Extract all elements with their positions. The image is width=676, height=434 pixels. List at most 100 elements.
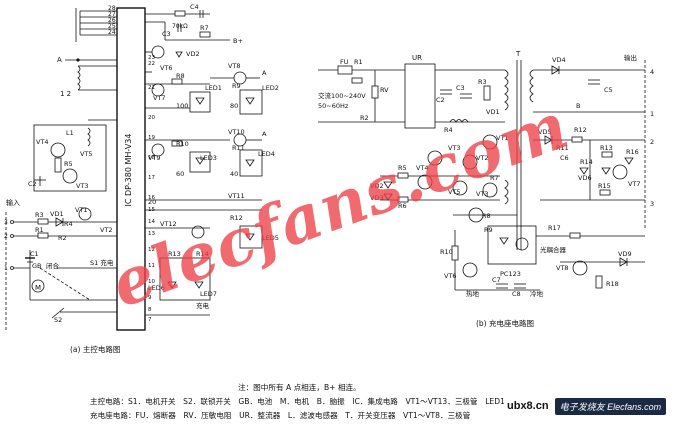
label-vt8: VT8 xyxy=(228,62,241,70)
label-r8: R8 xyxy=(176,72,185,80)
label-led5: LED5 xyxy=(262,234,279,242)
label-vt2: VT2 xyxy=(100,226,113,234)
pin-label: 20 xyxy=(148,115,155,121)
ch-label-r14: R14 xyxy=(580,158,593,166)
battery-motor-block xyxy=(25,250,117,319)
label-r13: R13 xyxy=(168,250,181,258)
label-led6: LED6 xyxy=(148,284,165,292)
ic-top-pins xyxy=(75,8,117,42)
label-v20: 20 xyxy=(148,198,156,206)
pin-label: 22 xyxy=(148,61,155,67)
pin-label: 13 xyxy=(148,231,155,237)
charger-block xyxy=(318,60,646,291)
site-text[interactable]: ubx8.cn xyxy=(507,400,549,412)
ch-cold-ground: 冷地 xyxy=(530,289,544,298)
label-m: M xyxy=(35,284,41,292)
label-bplus: B+ xyxy=(233,37,243,45)
pin-label: 28 xyxy=(108,5,116,12)
brand-logo[interactable]: 电子发烧友 Elecfans.com xyxy=(554,397,667,415)
label-vt11: VT11 xyxy=(228,192,245,200)
ch-label-vd9: VD9 xyxy=(618,250,632,258)
ch-label-vd4: VD4 xyxy=(552,56,566,64)
pin-label: 12 xyxy=(148,247,155,253)
ch-label-vt7: VT7 xyxy=(628,180,641,188)
svg-text:3: 3 xyxy=(4,219,8,226)
label-v100: 100 xyxy=(176,102,188,110)
ch-label-vt4: VT4 xyxy=(416,164,429,172)
pin-label: 7 xyxy=(148,317,152,323)
ch-label-vd5: VD5 xyxy=(538,128,552,136)
led-rows xyxy=(145,71,263,316)
node-a: A xyxy=(57,56,62,64)
ch-label-r18: R18 xyxy=(606,280,619,288)
label-a-2: A xyxy=(262,130,267,138)
label-vt3: VT3 xyxy=(76,182,89,190)
pin-label: 24 xyxy=(108,29,116,36)
oscillator-block xyxy=(33,119,117,192)
label-vd1: VD1 xyxy=(50,210,64,218)
label-r14: R14 xyxy=(196,250,209,258)
ch-label-vt2: VT2 xyxy=(476,154,489,162)
label-c4: C4 xyxy=(190,3,199,11)
ch-label-r12: R12 xyxy=(574,126,587,134)
label-vd2: VD2 xyxy=(186,50,200,58)
pin-label: 16 xyxy=(148,195,155,201)
ch-label-vt8: VT8 xyxy=(556,264,569,272)
ch-label-vd6: VD6 xyxy=(578,174,592,182)
label-gb: GB xyxy=(32,262,42,270)
ch-label-output: 输出 xyxy=(624,53,637,62)
pin-label: 26 xyxy=(108,17,116,24)
ch-label-vt6: VT6 xyxy=(444,272,457,280)
ch-label-vt5: VT5 xyxy=(448,188,461,196)
ch-label-r8: R8 xyxy=(482,212,491,220)
pin-label: 21 xyxy=(148,85,155,91)
ch-terminal-3: 3 xyxy=(650,200,654,208)
label-r10: R10 xyxy=(176,140,189,148)
label-charge: 充电 xyxy=(196,301,210,310)
ch-label-t: T xyxy=(515,50,521,58)
ch-label-c2: C2 xyxy=(436,96,445,104)
label-vt1: VT1 xyxy=(75,206,88,214)
ch-label-r10: R10 xyxy=(440,248,453,256)
ch-label-c3: C3 xyxy=(456,84,465,92)
ch-label-r3: R3 xyxy=(478,78,487,86)
label-r1: R1 xyxy=(35,226,44,234)
label-r2: R2 xyxy=(58,234,67,242)
ic-body xyxy=(116,7,146,331)
caption-b: (b) 充电座电路图 xyxy=(476,318,534,328)
label-c2: C2 xyxy=(28,180,37,188)
pin-label: 8 xyxy=(148,307,152,313)
label-r7: R7 xyxy=(200,24,209,32)
ch-label-rv: RV xyxy=(380,86,389,94)
label-v60: 60 xyxy=(176,170,184,178)
pin-label: 15 xyxy=(148,207,155,213)
pin-label: 23 xyxy=(148,55,155,61)
ch-label-c6: C6 xyxy=(560,154,569,162)
ch-terminal-4: 4 xyxy=(650,68,654,76)
coil-label: 1 2 xyxy=(60,90,71,98)
label-vt6: VT6 xyxy=(160,64,173,72)
svg-text:1: 1 xyxy=(4,265,8,272)
label-r3: R3 xyxy=(35,211,44,219)
ch-label-r6: R6 xyxy=(398,202,407,210)
note-line-3: 充电座电路：FU．熔断器 RV．压敏电阻 UR．整流器 L．滤波电感器 T．开关… xyxy=(90,411,471,420)
label-s1: S1 充电 xyxy=(90,258,114,267)
ch-label-r5: R5 xyxy=(398,164,407,172)
pin-label: 18 xyxy=(148,155,155,161)
label-led7: LED7 xyxy=(200,290,217,298)
label-r12: R12 xyxy=(230,214,243,222)
label-led1: LED1 xyxy=(205,84,222,92)
ch-label-r7: R7 xyxy=(490,174,499,182)
label-closed: 闭合 xyxy=(46,261,60,270)
pin-label: 25 xyxy=(108,23,116,30)
ch-label-r11: R11 xyxy=(556,144,569,152)
ch-label-r4: R4 xyxy=(444,126,453,134)
label-led4: LED4 xyxy=(258,150,275,158)
ch-label-ur: UR xyxy=(412,54,422,62)
ch-terminal-2: 2 xyxy=(650,138,654,146)
ch-label-c5: C5 xyxy=(604,86,613,94)
pin-label: 19 xyxy=(148,135,155,141)
label-r11: R11 xyxy=(232,144,245,152)
